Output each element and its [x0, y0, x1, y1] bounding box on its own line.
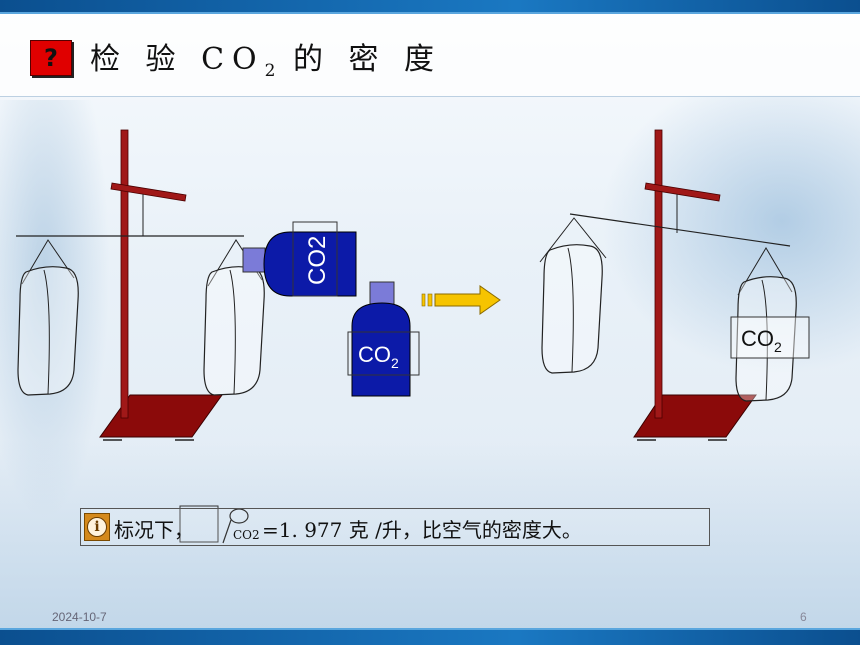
- background-glow-bottom: [0, 440, 860, 630]
- header-band: [0, 14, 860, 96]
- left-bag-fold: [43, 269, 50, 395]
- right-co2-bag: [735, 276, 797, 402]
- header-rule: [0, 96, 860, 97]
- left-bag-strings: [21, 239, 75, 285]
- right-balance: CO2: [539, 129, 810, 441]
- right-air-bag-strings: [539, 217, 607, 263]
- right-air-bag: [541, 244, 603, 374]
- top-bar: [0, 0, 860, 12]
- slide-title: 检 验 CO2 的 密 度: [90, 34, 442, 81]
- tilted-cylinder: CO2: [242, 221, 357, 297]
- title-main: 检 验 CO: [90, 42, 265, 77]
- title-tail: 的 密 度: [275, 42, 443, 77]
- arrow-tail-stripe: [427, 293, 433, 307]
- left-stand-base: [99, 394, 223, 438]
- top-bar-accent: [0, 12, 860, 14]
- left-stand-arm: [110, 182, 187, 202]
- note-box: [80, 508, 710, 546]
- left-stand-pole: [120, 129, 129, 419]
- rho-stem: [222, 519, 232, 544]
- tilted-cylinder-label-box: [292, 221, 338, 297]
- note-value: =1. 977 克 /升，比空气的密度大。: [262, 518, 582, 542]
- result-arrow: [421, 285, 501, 315]
- upright-cylinder: CO2: [347, 281, 420, 397]
- footer-page-number: 6: [800, 610, 807, 624]
- title-subscript: 2: [264, 61, 276, 81]
- upright-cylinder-label-box: [347, 331, 420, 376]
- upright-cylinder-label-sub: 2: [391, 355, 399, 371]
- note-prefix: 标况下，: [114, 518, 194, 542]
- info-icon[interactable]: i: [84, 513, 110, 541]
- note-rho-subscript: CO2: [233, 528, 260, 542]
- bottom-bar-accent: [0, 628, 860, 630]
- right-stand-base: [633, 394, 757, 438]
- right-co2-label: CO2: [741, 326, 782, 355]
- upright-cylinder-body: [351, 302, 411, 397]
- question-mark-icon[interactable]: ?: [30, 40, 72, 76]
- info-icon-glyph: i: [87, 517, 107, 537]
- right-co2-label-main: CO: [741, 326, 774, 351]
- right-stand-pole: [654, 129, 663, 419]
- density-symbol: [179, 505, 249, 544]
- left-bag: [17, 266, 79, 396]
- upright-cylinder-label-main: CO: [358, 342, 391, 367]
- density-symbol-frame: [179, 505, 219, 543]
- bottom-bar: [0, 630, 860, 645]
- arrow-tail-stripe: [421, 293, 426, 307]
- tilted-cylinder-label: CO2: [304, 236, 331, 285]
- right-co2-label-sub: 2: [774, 339, 782, 355]
- middle-bag-fold: [229, 269, 236, 395]
- upright-cylinder-valve: [369, 281, 395, 305]
- right-stand-arm: [644, 182, 721, 202]
- background-flask-right: [600, 95, 860, 375]
- right-co2-label-box: [730, 316, 810, 359]
- rho-loop: [229, 508, 249, 524]
- left-balance: [16, 129, 265, 441]
- tilted-cylinder-body: [263, 231, 357, 297]
- tilted-cylinder-valve: [242, 247, 266, 273]
- footer-date: 2024-10-7: [52, 610, 107, 624]
- right-air-bag-fold: [567, 247, 574, 373]
- right-co2-bag-fold: [761, 279, 768, 401]
- arrow-body: [434, 285, 501, 315]
- middle-bag: [203, 266, 265, 396]
- upright-cylinder-label: CO2: [358, 342, 399, 371]
- right-beam: [569, 213, 791, 247]
